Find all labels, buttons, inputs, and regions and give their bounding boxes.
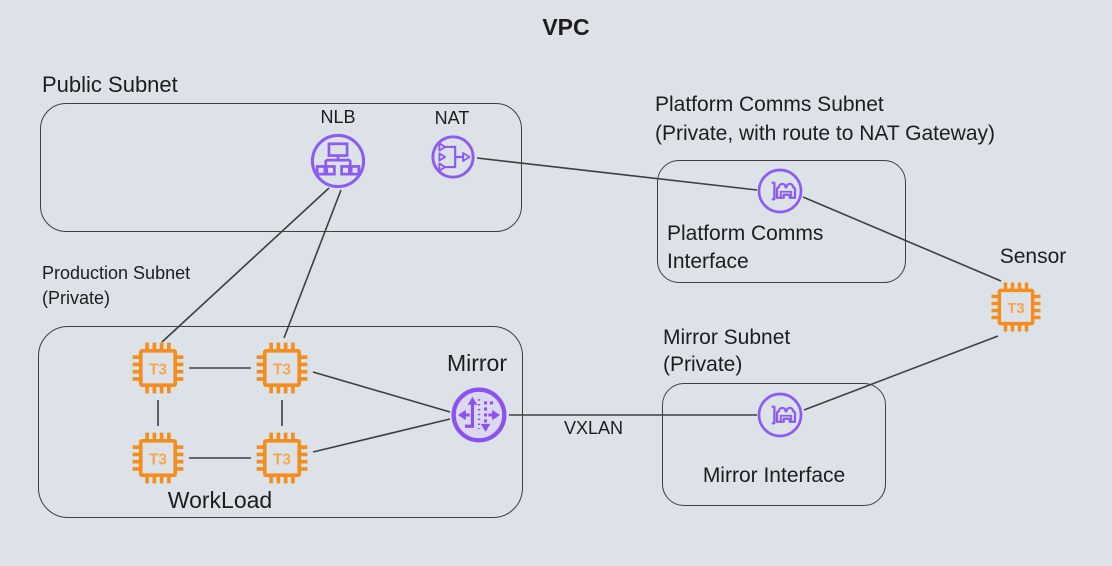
mirror-subnet-box [662,383,886,506]
mirror-interface-node [756,391,804,439]
workload-instance-tr: T3 [253,339,311,397]
t3-instance-icon: T3 [991,282,1041,332]
t3-instance-icon: T3 [256,342,308,394]
t3-instance-label: T3 [273,451,291,468]
platform-comms-interface-label: Platform Comms Interface [667,222,824,273]
t3-instance-icon: T3 [256,432,308,484]
network-load-balancer-icon [310,133,366,189]
nat-gateway-icon [431,135,475,179]
workload-instance-tl: T3 [129,339,187,397]
public-subnet-label: Public Subnet [42,72,178,97]
edge-sensor-to-mirror-interface [803,335,999,411]
edge-nat-to-platform-interface [476,157,758,191]
sensor-instance: T3 [988,279,1044,335]
t3-instance-label: T3 [149,361,167,378]
traffic-mirror-icon [451,387,507,443]
nat-label: NAT [434,108,470,128]
nlb-label: NLB [320,107,356,127]
nlb-node [309,132,367,190]
t3-instance-label: T3 [149,451,167,468]
edge-platform-interface-to-sensor [802,196,1002,282]
mirror-node-label: Mirror [446,350,508,376]
edge-nlb-to-chip-tr [283,189,342,339]
t3-instance-label: T3 [273,361,291,378]
sensor-label: Sensor [999,245,1067,268]
platform-comms-interface-node [756,167,804,215]
nat-gateway-node [430,134,476,180]
mirror-interface-label: Mirror Interface [702,464,846,487]
workload-instance-bl: T3 [129,429,187,487]
vpc-title: VPC [542,14,590,40]
edge-nlb-to-chip-tl [161,187,330,343]
platform-comms-subnet-label: Platform Comms Subnet (Private, with rou… [655,93,996,145]
t3-instance-label: T3 [1007,301,1024,317]
production-subnet-label: Production Subnet (Private) [42,263,191,308]
vxlan-label: VXLAN [564,418,624,438]
t3-instance-icon: T3 [132,432,184,484]
edge-chip-tr-to-mirror [312,371,451,413]
t3-instance-icon: T3 [132,342,184,394]
traffic-mirror-node [449,385,509,445]
edge-chip-br-to-mirror [312,418,451,453]
workload-instance-br: T3 [253,429,311,487]
workload-label: WorkLoad [167,487,273,513]
network-interface-icon [757,392,803,438]
mirror-subnet-label: Mirror Subnet (Private) [663,326,791,376]
platform-comms-subnet-box [657,160,906,283]
production-subnet-box [38,326,523,518]
network-interface-icon [757,168,803,214]
